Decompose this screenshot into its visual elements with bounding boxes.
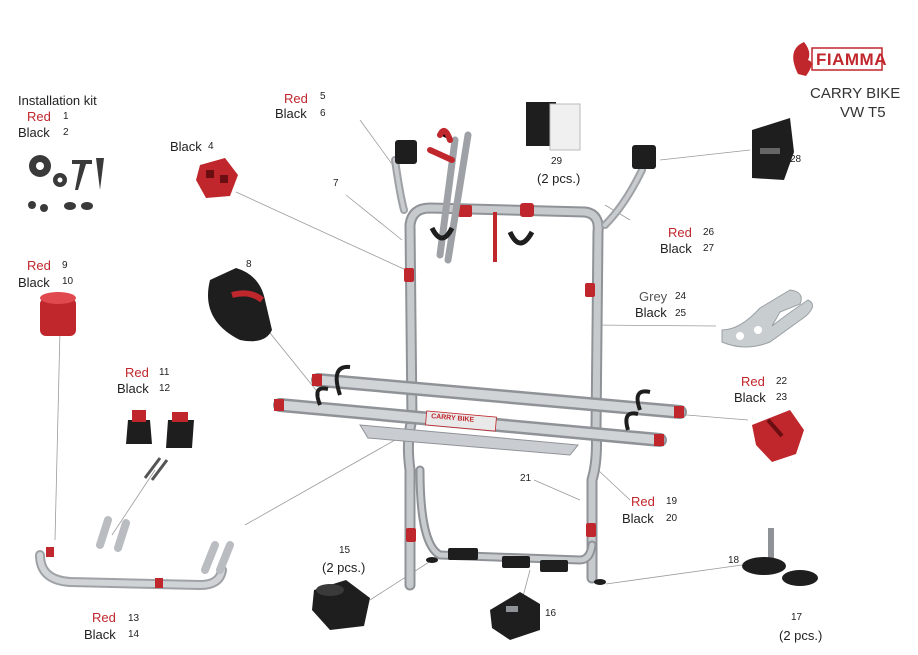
part-14-color: Black bbox=[84, 627, 116, 642]
part-8-number: 8 bbox=[246, 259, 252, 270]
part-26-number: 26 bbox=[703, 227, 715, 238]
part-9-number: 9 bbox=[62, 260, 68, 271]
red-clamps bbox=[404, 203, 596, 542]
ladder-steps bbox=[426, 548, 606, 585]
part-13-number: 13 bbox=[128, 613, 140, 624]
part-6-number: 6 bbox=[320, 108, 326, 119]
part-21-number: 21 bbox=[520, 473, 532, 484]
part-4-color: Black bbox=[170, 139, 202, 154]
part-16-number: 16 bbox=[545, 608, 557, 619]
part-20-color: Black bbox=[622, 511, 654, 526]
part-19-number: 19 bbox=[666, 496, 678, 507]
part-25-color: Black bbox=[635, 305, 667, 320]
part-12-color: Black bbox=[117, 381, 149, 396]
part-4-spacer bbox=[196, 158, 238, 198]
part-1-number: 1 bbox=[63, 111, 69, 122]
wheel-rails bbox=[273, 364, 687, 456]
model-line-1: CARRY BIKE bbox=[810, 85, 901, 102]
part-11-color: Red bbox=[125, 365, 149, 380]
part-22-number: 22 bbox=[776, 376, 788, 387]
part-9-color: Red bbox=[27, 258, 51, 273]
part-6-color: Black bbox=[275, 106, 307, 121]
part-29-quantity: (2 pcs.) bbox=[537, 171, 581, 186]
part-20-number: 20 bbox=[666, 513, 678, 524]
part-24-number: 24 bbox=[675, 291, 687, 302]
part-18-foot bbox=[742, 528, 786, 575]
part-11-number: 11 bbox=[159, 367, 170, 378]
part-28-number: 28 bbox=[790, 154, 802, 165]
part-15-number: 15 bbox=[339, 545, 351, 556]
part-15-quantity: (2 pcs.) bbox=[322, 560, 366, 575]
model-line-2: VW T5 bbox=[840, 104, 886, 121]
part-17-quantity: (2 pcs.) bbox=[779, 628, 823, 643]
leader-lines bbox=[54, 119, 751, 601]
part-13-support bbox=[35, 516, 234, 591]
installation-kit-icon bbox=[28, 155, 104, 212]
part-24-color: Grey bbox=[639, 289, 668, 304]
part-5-number: 5 bbox=[320, 91, 326, 102]
part-17-pad bbox=[782, 570, 818, 586]
part-2-color: Black bbox=[18, 125, 50, 140]
part-13-color: Red bbox=[92, 610, 116, 625]
part-18-number: 18 bbox=[728, 555, 740, 566]
frame bbox=[391, 156, 646, 591]
part-1-color: Red bbox=[27, 109, 51, 124]
part-2-number: 2 bbox=[63, 127, 69, 138]
part-29-number: 29 bbox=[551, 156, 563, 167]
part-27-color: Black bbox=[660, 241, 692, 256]
part-23-number: 23 bbox=[776, 392, 788, 403]
part-15-step-cover bbox=[312, 580, 370, 630]
part-16-bracket bbox=[490, 592, 540, 640]
part-19-color: Red bbox=[631, 494, 655, 509]
brand-name: FIAMMA bbox=[816, 50, 887, 69]
part-4-number: 4 bbox=[208, 141, 214, 152]
part-5-color: Red bbox=[284, 91, 308, 106]
part-27-number: 27 bbox=[703, 243, 715, 254]
part-9-cap bbox=[40, 292, 76, 336]
part-14-number: 14 bbox=[128, 629, 140, 640]
part-26-color: Red bbox=[668, 225, 692, 240]
part-8-strap bbox=[208, 268, 272, 342]
part-22-color: Red bbox=[741, 374, 765, 389]
part-10-number: 10 bbox=[62, 276, 74, 287]
bike-holder-arms bbox=[427, 128, 535, 264]
part-12-number: 12 bbox=[159, 383, 171, 394]
part-7-number: 7 bbox=[333, 178, 339, 189]
part-17-number: 17 bbox=[791, 612, 803, 623]
part-24-holder bbox=[721, 289, 813, 348]
fiamma-logo-mark bbox=[793, 42, 883, 76]
part-10-color: Black bbox=[18, 275, 50, 290]
part-22-end-cap bbox=[752, 410, 804, 462]
part-25-number: 25 bbox=[675, 308, 687, 319]
part-23-color: Black bbox=[734, 390, 766, 405]
part-11-clamps bbox=[126, 410, 194, 481]
top-hooks bbox=[395, 140, 656, 169]
installation-kit-label: Installation kit bbox=[18, 93, 97, 108]
part-29-pads bbox=[526, 102, 581, 151]
part-28-hook bbox=[752, 118, 794, 180]
